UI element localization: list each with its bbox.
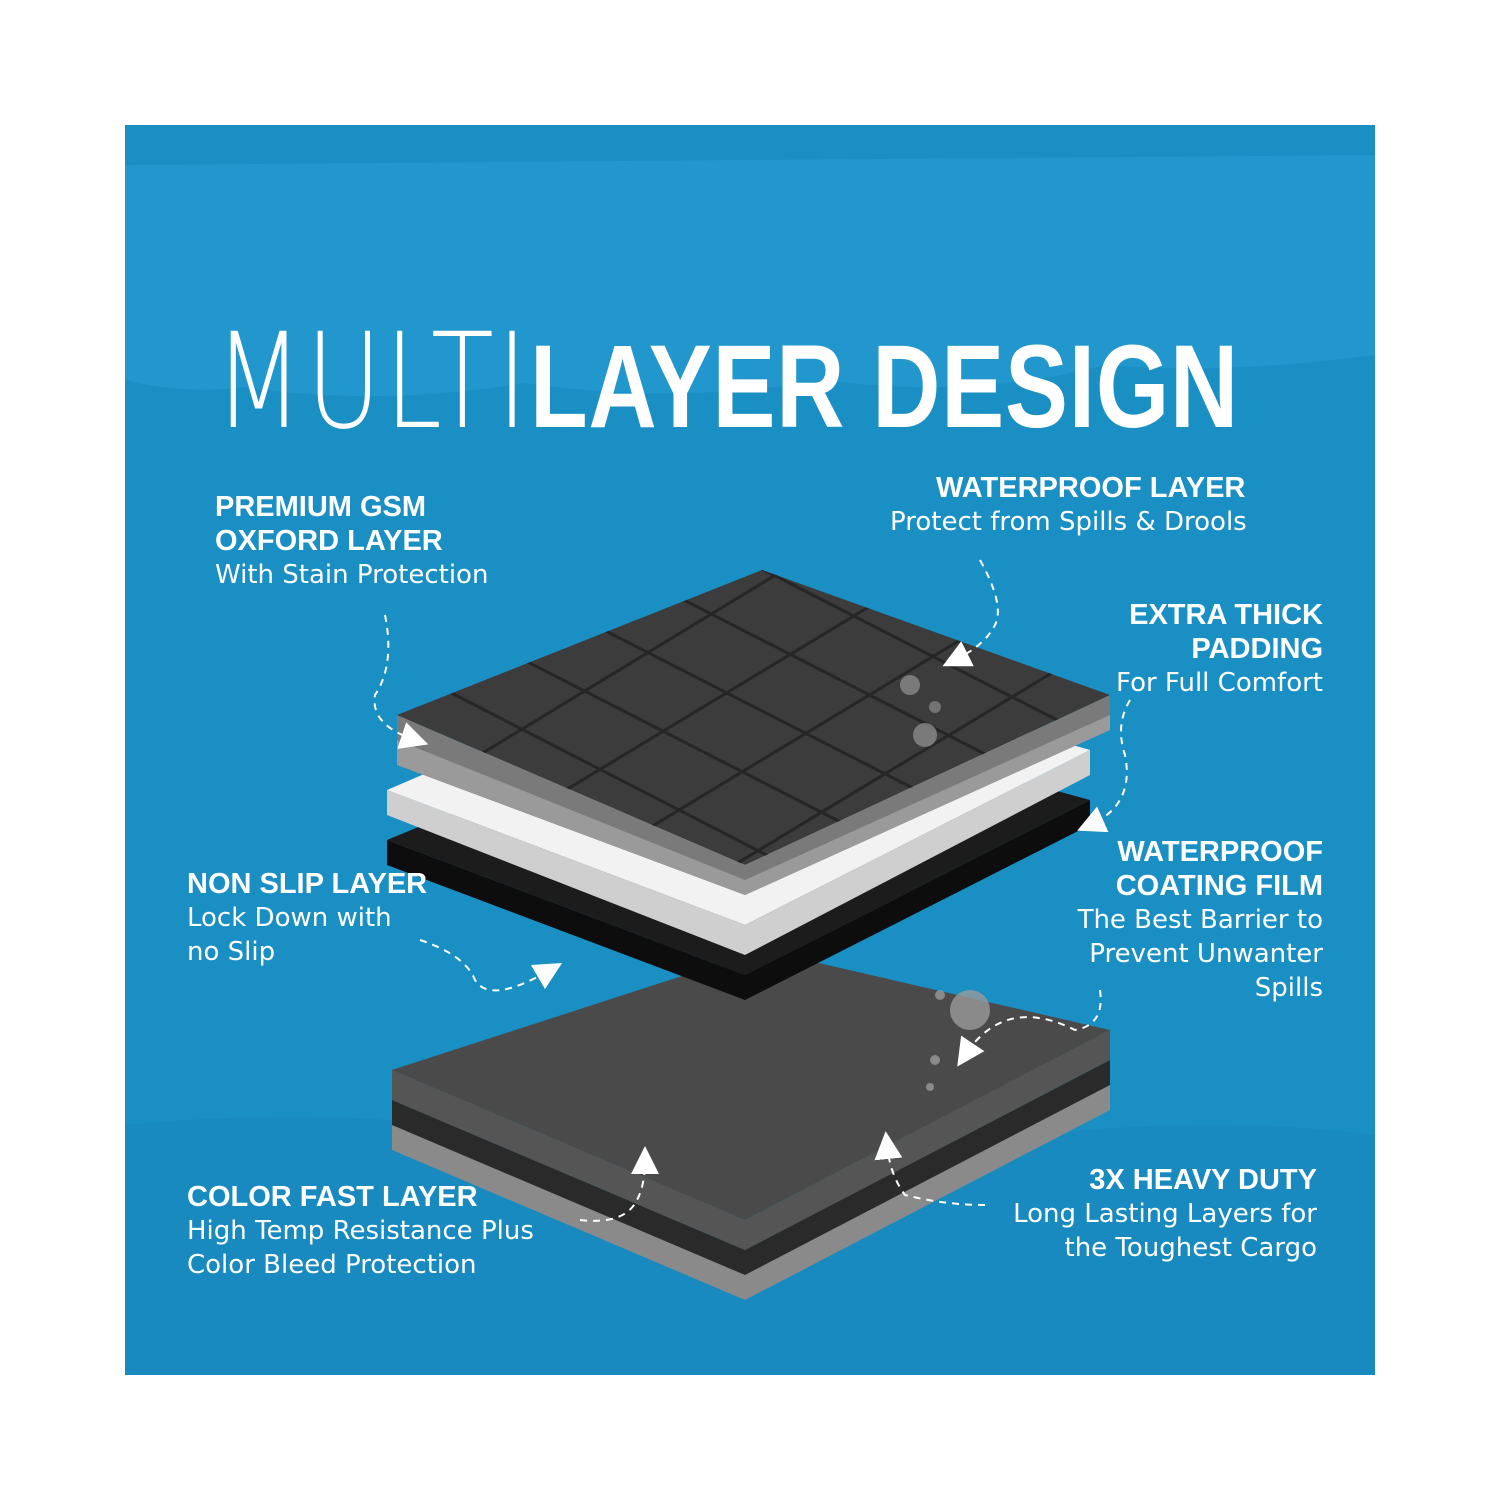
label-heavy-duty: 3X HEAVY DUTY Long Lasting Layers for th… — [1013, 1163, 1317, 1265]
arrow-padding — [1077, 699, 1131, 833]
label-coating-film: WATERPROOF COATING FILM The Best Barrier… — [1078, 835, 1323, 1005]
coating-sub-2: Prevent Unwanter — [1089, 939, 1323, 969]
arrow-premium — [373, 614, 429, 749]
padding-head-1: EXTRA THICK — [1129, 599, 1323, 631]
colorfast-sub-1: High Temp Resistance Plus — [187, 1216, 534, 1246]
colorfast-head: COLOR FAST LAYER — [187, 1181, 478, 1213]
title-bold-words: LAYER DESIGN — [530, 321, 1240, 453]
waterproof-head: WATERPROOF LAYER — [936, 472, 1246, 504]
label-waterproof-layer: WATERPROOF LAYER Protect from Spills & D… — [890, 471, 1247, 539]
nonslip-sub-1: Lock Down with — [187, 903, 392, 933]
coating-head-2: COATING FILM — [1115, 870, 1323, 902]
padding-head-2: PADDING — [1191, 633, 1323, 665]
arrow-waterproof — [942, 559, 999, 667]
title-thin-word: MULTI — [214, 305, 531, 459]
padding-sub: For Full Comfort — [1116, 668, 1323, 698]
coating-sub-3: Spills — [1254, 973, 1323, 1003]
infographic-panel: MULTILAYER DESIGN — [125, 125, 1375, 1375]
label-premium-oxford: PREMIUM GSM OXFORD LAYER With Stain Prot… — [215, 490, 488, 592]
page-title: MULTILAYER DESIGN — [125, 305, 1375, 459]
top-oxford-layer — [397, 570, 1110, 895]
premium-head-1: PREMIUM GSM — [215, 491, 427, 523]
heavyduty-sub-1: Long Lasting Layers for — [1013, 1199, 1317, 1229]
colorfast-sub-2: Color Bleed Protection — [187, 1250, 477, 1280]
nonslip-sub-2: no Slip — [187, 937, 276, 967]
premium-sub: With Stain Protection — [215, 560, 489, 590]
coating-head-1: WATERPROOF — [1117, 836, 1323, 868]
nonslip-head: NON SLIP LAYER — [187, 868, 428, 900]
arrow-heavyduty — [874, 1131, 986, 1206]
arrow-colorfast — [579, 1146, 659, 1222]
label-color-fast: COLOR FAST LAYER High Temp Resistance Pl… — [187, 1180, 534, 1282]
layer-stack-illustration — [373, 559, 1131, 1300]
coating-sub-1: The Best Barrier to — [1077, 905, 1323, 935]
waterproof-sub: Protect from Spills & Drools — [890, 507, 1247, 537]
dashed-arrows — [373, 559, 1131, 1222]
label-non-slip: NON SLIP LAYER Lock Down with no Slip — [187, 867, 427, 969]
premium-head-2: OXFORD LAYER — [215, 525, 443, 557]
arrow-nonslip — [419, 939, 563, 992]
heavyduty-head: 3X HEAVY DUTY — [1089, 1164, 1317, 1196]
water-droplets — [926, 990, 990, 1091]
heavyduty-sub-2: the Toughest Cargo — [1064, 1233, 1318, 1263]
base-layer — [392, 950, 1110, 1300]
label-extra-padding: EXTRA THICK PADDING For Full Comfort — [1116, 598, 1323, 700]
arrow-coating — [957, 989, 1102, 1067]
